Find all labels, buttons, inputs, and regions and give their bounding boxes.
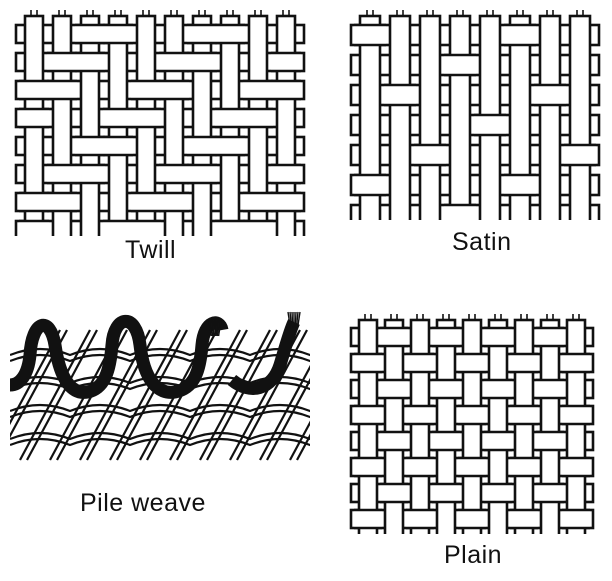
twill-weave-diagram [10, 8, 310, 236]
pile-weave-label: Pile weave [80, 489, 206, 518]
twill-threads [16, 10, 304, 236]
plain-label: Plain [444, 541, 502, 570]
twill-label: Twill [125, 236, 176, 265]
plain-weave-diagram [345, 312, 607, 534]
pile-weave-threads [10, 312, 310, 460]
pile-weave-diagram [10, 300, 310, 470]
plain-threads [351, 314, 593, 534]
satin-threads [351, 10, 599, 220]
satin-label: Satin [452, 228, 511, 257]
satin-weave-diagram [345, 8, 607, 220]
